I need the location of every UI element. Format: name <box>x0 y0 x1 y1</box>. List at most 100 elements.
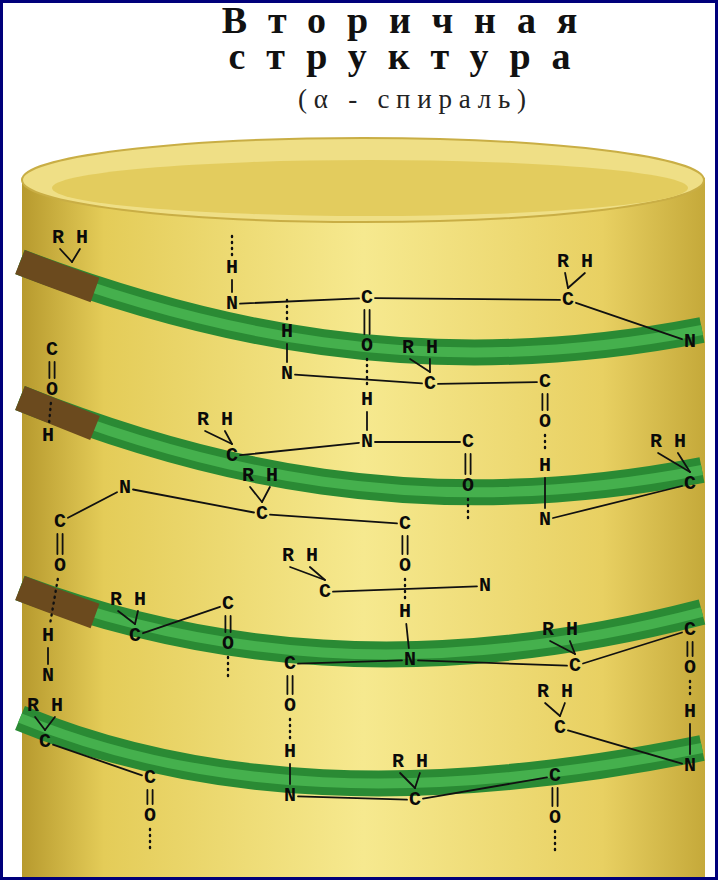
hydrogen-bond <box>231 231 233 255</box>
atom-label: O <box>684 658 696 678</box>
side-chain-bond <box>545 703 560 716</box>
single-bond <box>689 724 691 754</box>
single-bond <box>289 764 291 784</box>
cylinder-rim <box>22 138 704 222</box>
single-bond <box>406 624 409 648</box>
side-chain-bond <box>550 641 575 654</box>
double-bond <box>363 310 365 334</box>
hydrogen-bond <box>50 579 58 623</box>
atom-label: R H <box>282 546 318 566</box>
atom-label: C <box>409 790 421 810</box>
single-bond <box>298 660 402 663</box>
atom-label: N <box>539 510 551 530</box>
double-bond <box>692 642 694 656</box>
atom-label: C <box>284 654 296 674</box>
atom-label: R H <box>537 682 573 702</box>
double-bond <box>369 310 371 334</box>
double-bond <box>152 790 154 804</box>
side-chain-bond <box>410 359 430 372</box>
single-bond <box>375 441 460 443</box>
side-chain-bond <box>400 773 415 788</box>
single-bond <box>375 298 560 300</box>
single-bond <box>544 478 546 508</box>
green-band <box>20 718 702 783</box>
atom-label: O <box>144 806 156 826</box>
side-chain-bond <box>72 249 80 262</box>
atom-label: N <box>684 332 696 352</box>
atom-label: O <box>399 556 411 576</box>
atom-label: N <box>361 432 373 452</box>
atom-label: C <box>684 474 696 494</box>
side-chain-bond <box>35 717 45 730</box>
hydrogen-bond <box>149 829 151 853</box>
side-chain-bond <box>60 249 72 262</box>
side-chain-bond <box>135 611 138 624</box>
atom-label: C <box>256 504 268 524</box>
atom-label: R H <box>27 696 63 716</box>
side-chain-bond <box>678 453 690 472</box>
subtitle: (α - спираль) <box>298 85 533 115</box>
atom-label: R H <box>542 620 578 640</box>
atom-label: C <box>539 372 551 392</box>
atom-label: H <box>399 602 411 622</box>
atom-label: R H <box>197 410 233 430</box>
single-bond <box>553 486 682 518</box>
atom-label: C <box>361 288 373 308</box>
double-bond <box>547 394 549 410</box>
cylinder-opening <box>52 160 688 216</box>
hydrogen-bond <box>544 435 546 453</box>
single-bond <box>583 633 682 664</box>
side-chain-bond <box>290 567 325 580</box>
atom-label: H <box>361 390 373 410</box>
double-bond <box>292 676 294 694</box>
double-bond <box>286 676 288 694</box>
band-shadow <box>20 588 95 616</box>
single-bond <box>47 648 49 664</box>
atom-label: C <box>226 446 238 466</box>
double-bond <box>407 536 409 554</box>
atom-label: N <box>226 294 238 314</box>
double-bond <box>401 536 403 554</box>
side-chain-bond <box>568 273 585 288</box>
atom-label: H <box>684 702 696 722</box>
band-shadow <box>20 262 95 290</box>
atom-label: O <box>549 808 561 828</box>
atom-label: C <box>684 620 696 640</box>
double-bond <box>552 788 554 806</box>
single-bond <box>438 382 537 384</box>
atom-label: H <box>281 322 293 342</box>
atom-label: C <box>562 290 574 310</box>
atom-label: N <box>42 666 54 686</box>
single-bond <box>133 490 254 513</box>
hydrogen-bond <box>289 719 291 739</box>
atom-label: R H <box>557 252 593 272</box>
atom-label: O <box>222 634 234 654</box>
single-bond <box>366 412 368 430</box>
single-bond <box>418 660 567 665</box>
atom-label: N <box>284 786 296 806</box>
atom-label: C <box>129 626 141 646</box>
atom-label: N <box>404 650 416 670</box>
atom-label: R H <box>650 432 686 452</box>
green-band <box>20 588 702 654</box>
side-chain-bond <box>262 487 270 502</box>
atom-label: O <box>539 412 551 432</box>
atom-label: C <box>39 732 51 752</box>
atom-label: C <box>424 374 436 394</box>
double-bond <box>230 616 232 632</box>
double-bond <box>470 454 472 474</box>
atom-label: R H <box>242 466 278 486</box>
double-bond <box>146 790 148 804</box>
single-bond <box>295 375 422 384</box>
atom-label: O <box>54 556 66 576</box>
band-highlight <box>20 588 702 654</box>
atom-label: O <box>284 696 296 716</box>
atom-label: N <box>281 364 293 384</box>
atom-label: H <box>284 742 296 762</box>
single-bond <box>286 344 288 362</box>
atom-label: O <box>46 380 58 400</box>
atom-label: C <box>462 432 474 452</box>
title: Вторичная структура <box>120 2 700 74</box>
